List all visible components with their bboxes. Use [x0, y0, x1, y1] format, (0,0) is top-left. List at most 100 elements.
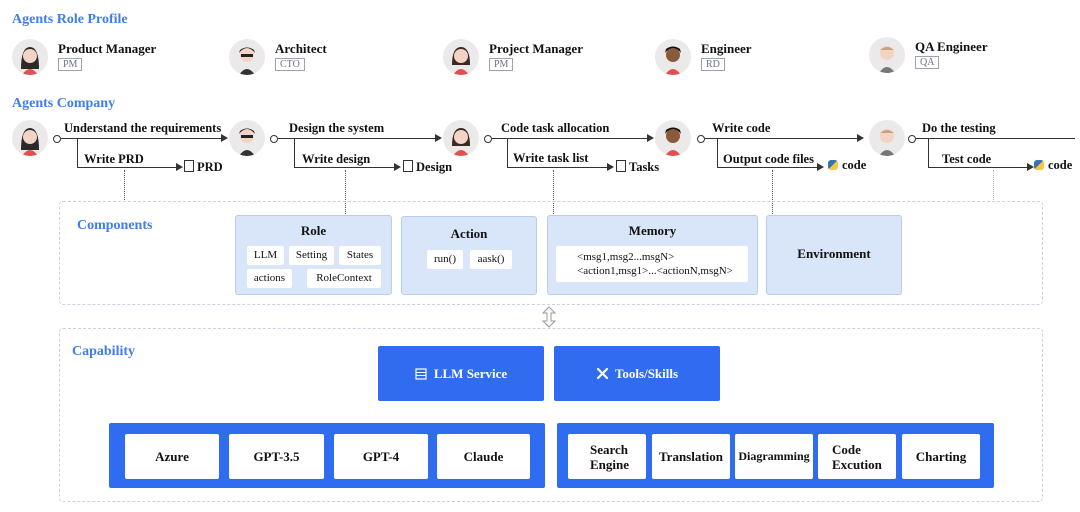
dotted-connector	[124, 170, 125, 200]
task-label: Code task allocation	[501, 121, 610, 135]
document-icon	[403, 160, 413, 172]
flow-line	[278, 138, 435, 139]
action-component: Action run() aask()	[401, 216, 537, 295]
task-label: Write code	[712, 121, 771, 135]
role-tag: CTO	[275, 58, 305, 71]
dotted-connector	[993, 170, 994, 200]
dotted-connector	[553, 170, 554, 214]
memory-component: Memory <msg1,msg2...msgN> <action1,msg1>…	[547, 215, 758, 295]
flow-line	[294, 167, 394, 168]
role-item: LLM	[247, 246, 284, 265]
arrow-right-icon	[857, 134, 864, 142]
flow-node	[53, 135, 61, 143]
role-qa-engineer: QA Engineer QA	[869, 35, 1069, 79]
tool-box: Charting	[902, 434, 980, 479]
task-label: Understand the requirements	[64, 121, 222, 135]
action-item: run()	[427, 250, 463, 269]
role-name: Product Manager	[58, 41, 157, 56]
flow-node	[270, 135, 278, 143]
man-avatar-icon	[229, 39, 265, 75]
man-avatar-icon	[655, 39, 691, 75]
action-item: aask()	[470, 250, 512, 269]
output-label: Design	[403, 159, 452, 175]
arrow-right-icon	[394, 163, 401, 171]
man-avatar-icon	[655, 120, 691, 156]
tool-box: Code Excution	[818, 434, 896, 479]
flow-line	[77, 167, 176, 168]
flow-line	[928, 139, 929, 167]
flow-node	[484, 135, 492, 143]
memory-line: <msg1,msg2...msgN>	[577, 251, 675, 263]
model-box: GPT-4	[334, 434, 428, 479]
flow-line	[928, 167, 1027, 168]
woman-avatar-icon	[443, 39, 479, 75]
flow-node	[697, 135, 705, 143]
man-avatar-icon	[869, 120, 905, 156]
tools-skills-box: Tools/Skills	[554, 346, 720, 401]
flow-line	[507, 139, 508, 167]
action-label: Test code	[942, 152, 992, 166]
role-component-title: Role	[300, 223, 327, 238]
output-label: Tasks	[616, 159, 659, 175]
arrow-right-icon	[221, 134, 228, 142]
capability-panel	[59, 328, 1043, 502]
flow-line	[916, 138, 1075, 139]
role-item: RoleContext	[307, 269, 381, 288]
llm-service-box: LLM Service	[378, 346, 544, 401]
output-label: code	[828, 158, 866, 173]
memory-line: <action1,msg1>...<actionN,msgN>	[577, 265, 733, 277]
tools-icon	[596, 367, 609, 380]
role-name: Project Manager	[489, 41, 583, 56]
arrow-right-icon	[647, 134, 654, 142]
arrow-right-icon	[607, 163, 614, 171]
dotted-connector	[772, 170, 773, 214]
action-label: Output code files	[723, 152, 814, 166]
profile-title: Agents Role Profile	[12, 12, 128, 27]
memory-component-title: Memory	[628, 223, 677, 238]
action-label: Write PRD	[84, 152, 144, 166]
role-tag: PM	[489, 58, 514, 71]
tool-box: Search Engine	[568, 434, 646, 479]
dotted-connector	[345, 170, 346, 214]
woman-avatar-icon	[443, 120, 479, 156]
arrow-right-icon	[1027, 163, 1034, 171]
role-project-manager: Project Manager PM	[443, 35, 643, 79]
output-label: PRD	[184, 159, 223, 175]
environment-component-title: Environment	[797, 246, 871, 261]
python-icon	[1034, 160, 1044, 170]
role-component: Role LLM Setting States actions RoleCont…	[235, 215, 392, 295]
role-item: actions	[247, 269, 292, 288]
flow-line	[492, 138, 647, 139]
role-name: Architect	[275, 41, 327, 56]
document-icon	[184, 160, 194, 172]
tool-box: Translation	[652, 434, 730, 479]
role-item: Setting	[289, 246, 334, 265]
action-label: Write task list	[513, 151, 589, 165]
model-box: GPT-3.5	[229, 434, 324, 479]
action-label: Write design	[302, 152, 371, 166]
output-label: code	[1034, 158, 1072, 173]
arrow-right-icon	[176, 163, 183, 171]
flow-line	[705, 138, 857, 139]
task-label: Design the system	[289, 121, 385, 135]
man-avatar-icon	[869, 37, 905, 73]
flow-line	[717, 139, 718, 167]
role-name: Engineer	[701, 41, 752, 56]
capability-title: Capability	[72, 344, 136, 359]
man-avatar-icon	[229, 120, 265, 156]
woman-avatar-icon	[12, 39, 48, 75]
woman-avatar-icon	[12, 120, 48, 156]
role-engineer: Engineer RD	[655, 35, 855, 79]
components-title: Components	[77, 218, 153, 233]
python-icon	[828, 160, 838, 170]
tools-skills-label: Tools/Skills	[614, 365, 679, 381]
role-name: QA Engineer	[915, 39, 988, 54]
double-arrow-icon	[541, 306, 557, 328]
arrow-right-icon	[817, 163, 824, 171]
flow-line	[61, 138, 221, 139]
flow-line	[507, 167, 607, 168]
flow-line	[294, 139, 295, 167]
role-architect: Architect CTO	[229, 35, 429, 79]
company-title: Agents Company	[12, 96, 116, 111]
server-icon	[415, 367, 427, 380]
